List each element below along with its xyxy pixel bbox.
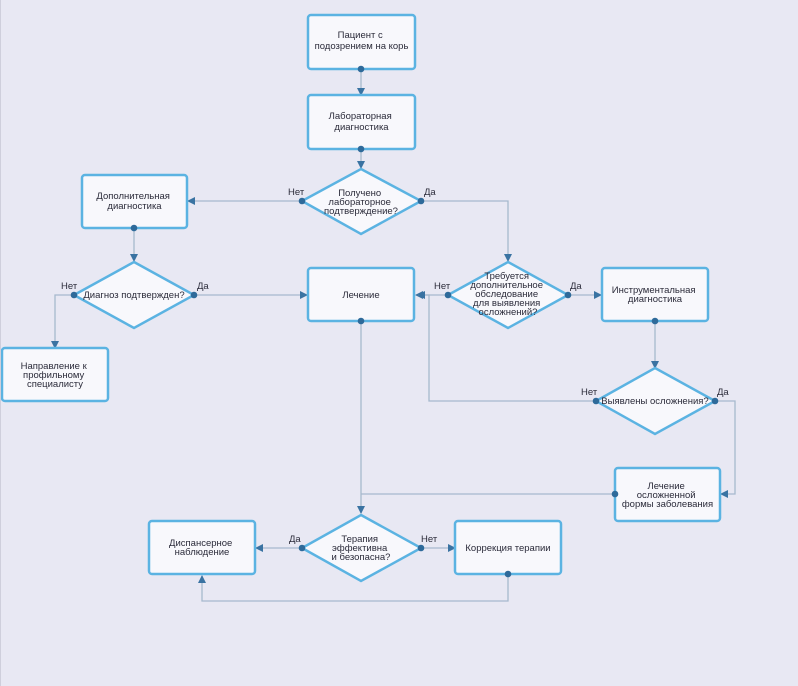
process-lab-diagnostics[interactable]: Лабораторная диагностика (306, 93, 417, 151)
process-extra-diagnostics[interactable]: Дополнительная диагностика (80, 173, 189, 230)
decision-need-exam[interactable]: Требуется дополнительное обследование дл… (445, 260, 571, 330)
edge-lab-yes-need-exam (421, 200, 512, 262)
node-label: Диспансерное наблюдение (169, 538, 235, 558)
connector-endpoints (70, 65, 719, 578)
branch-labels: Нет Да Нет Да Нет Да Нет Да Да Нет (61, 187, 729, 545)
edge-compl-no-treatment (417, 291, 596, 402)
label-yes-compl: Да (717, 387, 729, 398)
label-no-compl: Нет (581, 387, 598, 398)
process-instrumental-diagnostics[interactable]: Инструментальная диагностика (600, 266, 710, 323)
node-label: Лечение осложненной формы заболевания (622, 481, 713, 510)
node-label: Требуется дополнительное обследование дл… (470, 271, 545, 318)
label-yes-therapy: Да (289, 534, 301, 545)
label-yes-exam: Да (570, 281, 582, 292)
process-referral[interactable]: Направление к профильному специалисту (1, 346, 110, 403)
label-no-therapy: Нет (421, 534, 438, 545)
decision-therapy-effective[interactable]: Терапия эффективна и безопасна? (299, 513, 424, 583)
process-patient[interactable]: Пациент с подозрением на корь (306, 13, 417, 71)
label-yes-lab: Да (424, 187, 436, 198)
decision-lab-confirmed[interactable]: Получено лабораторное подтверждение? (299, 167, 424, 236)
node-label: Инструментальная диагностика (612, 285, 698, 305)
process-complicated-treatment[interactable]: Лечение осложненной формы заболевания (613, 466, 722, 523)
node-label: Диагноз подтвержден? (83, 290, 184, 301)
process-therapy-correction[interactable]: Коррекция терапии (453, 519, 563, 576)
edge-correction-dispensary (198, 574, 509, 602)
node-label: Дополнительная диагностика (96, 191, 172, 212)
edge-diag-no-referral (51, 294, 74, 349)
process-dispensary[interactable]: Диспансерное наблюдение (147, 519, 257, 576)
label-no-exam: Нет (434, 281, 451, 292)
decision-diagnosis-confirmed[interactable]: Диагноз подтвержден? (71, 260, 197, 330)
node-label: Пациент с подозрением на корь (315, 30, 409, 52)
node-label: Коррекция терапии (465, 543, 550, 554)
process-treatment[interactable]: Лечение (306, 266, 416, 323)
node-label: Терапия эффективна и безопасна? (332, 534, 391, 563)
node-label: Лечение (342, 290, 379, 301)
label-no-diag: Нет (61, 281, 78, 292)
node-label: Получено лабораторное подтверждение? (324, 188, 398, 217)
label-yes-diag: Да (197, 281, 209, 292)
decision-complications[interactable]: Выявлены осложнения? (593, 366, 718, 436)
node-label: Направление к профильному специалисту (21, 361, 90, 390)
node-label: Лабораторная диагностика (329, 111, 395, 133)
edge-compl-yes-complicated (715, 400, 736, 498)
node-label: Выявлены осложнения? (601, 396, 708, 407)
connectors (51, 69, 736, 602)
label-no-lab: Нет (288, 187, 305, 198)
